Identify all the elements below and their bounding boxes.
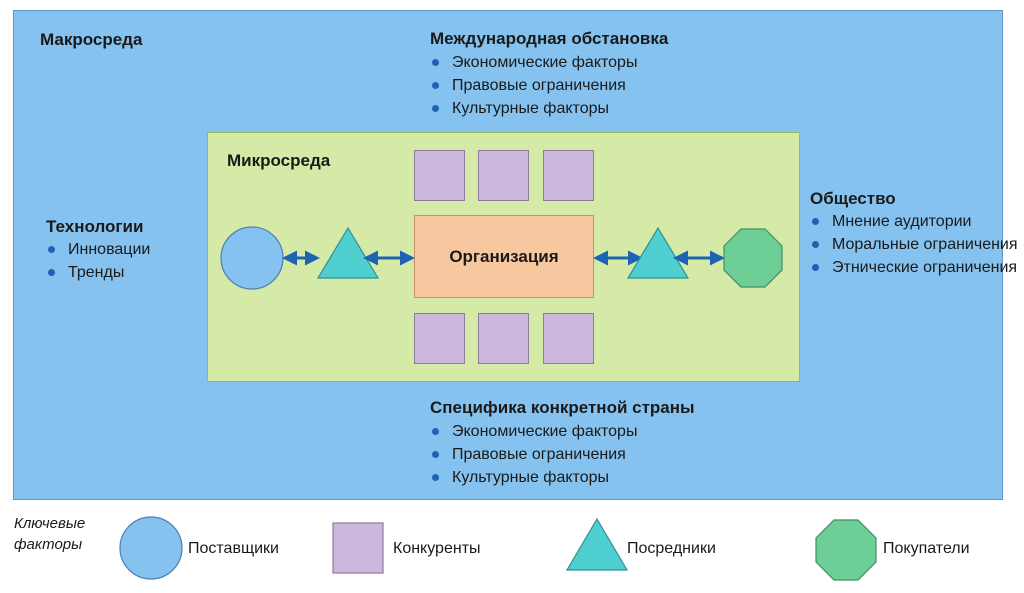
legend-customers-label: Покупатели — [883, 540, 970, 557]
list-item: Экономические факторы — [430, 420, 695, 443]
international-list: Экономические факторы Правовые ограничен… — [430, 51, 668, 120]
list-item: Культурные факторы — [430, 466, 695, 489]
technology-section: Технологии Инновации Тренды — [46, 217, 150, 284]
organization-label: Организация — [449, 246, 559, 266]
competitor-box — [543, 313, 594, 364]
micro-title: Микросреда — [227, 151, 331, 170]
list-item: Тренды — [46, 261, 150, 284]
legend-suppliers-label: Поставщики — [188, 540, 279, 557]
legend-supplier-icon — [119, 516, 183, 580]
country-section: Специфика конкретной страны Экономически… — [430, 398, 695, 489]
customer-octagon — [723, 228, 783, 288]
competitor-box — [478, 150, 529, 201]
list-item: Инновации — [46, 238, 150, 261]
legend-customer-icon — [815, 519, 877, 581]
list-item: Моральные ограничения — [810, 233, 1018, 256]
international-title: Международная обстановка — [430, 29, 669, 48]
list-item: Экономические факторы — [430, 51, 668, 74]
legend-intermediary-icon — [565, 517, 629, 571]
competitor-box — [478, 313, 529, 364]
competitor-box — [414, 313, 465, 364]
country-title: Специфика конкретной страны — [430, 398, 695, 417]
list-item: Культурные факторы — [430, 97, 668, 120]
legend-caption-line: Ключевые — [14, 515, 86, 532]
country-list: Экономические факторы Правовые ограничен… — [430, 420, 695, 489]
society-list: Мнение аудитории Моральные ограничения Э… — [810, 210, 1018, 279]
legend-competitors-label: Конкуренты — [393, 540, 481, 557]
supplier-circle — [220, 226, 284, 290]
international-section: Международная обстановка Экономические ф… — [430, 29, 668, 120]
technology-title: Технологии — [46, 217, 144, 236]
competitor-box — [543, 150, 594, 201]
intermediary-triangle — [626, 226, 690, 279]
list-item: Этнические ограничения — [810, 256, 1017, 279]
society-section: Общество Мнение аудитории Моральные огра… — [810, 189, 1018, 279]
list-item: Правовые ограничения — [430, 74, 668, 97]
legend-caption-line: факторы — [14, 536, 83, 553]
macro-title: Макросреда — [40, 30, 143, 49]
list-item: Правовые ограничения — [430, 443, 695, 466]
list-item: Мнение аудитории — [810, 210, 980, 233]
legend-intermediaries-label: Посредники — [627, 540, 716, 557]
intermediary-triangle — [316, 226, 380, 279]
technology-list: Инновации Тренды — [46, 238, 150, 284]
competitor-box — [414, 150, 465, 201]
legend-competitor-icon — [332, 522, 384, 574]
society-title: Общество — [810, 189, 896, 208]
legend-caption: Ключевые факторы — [14, 513, 85, 555]
